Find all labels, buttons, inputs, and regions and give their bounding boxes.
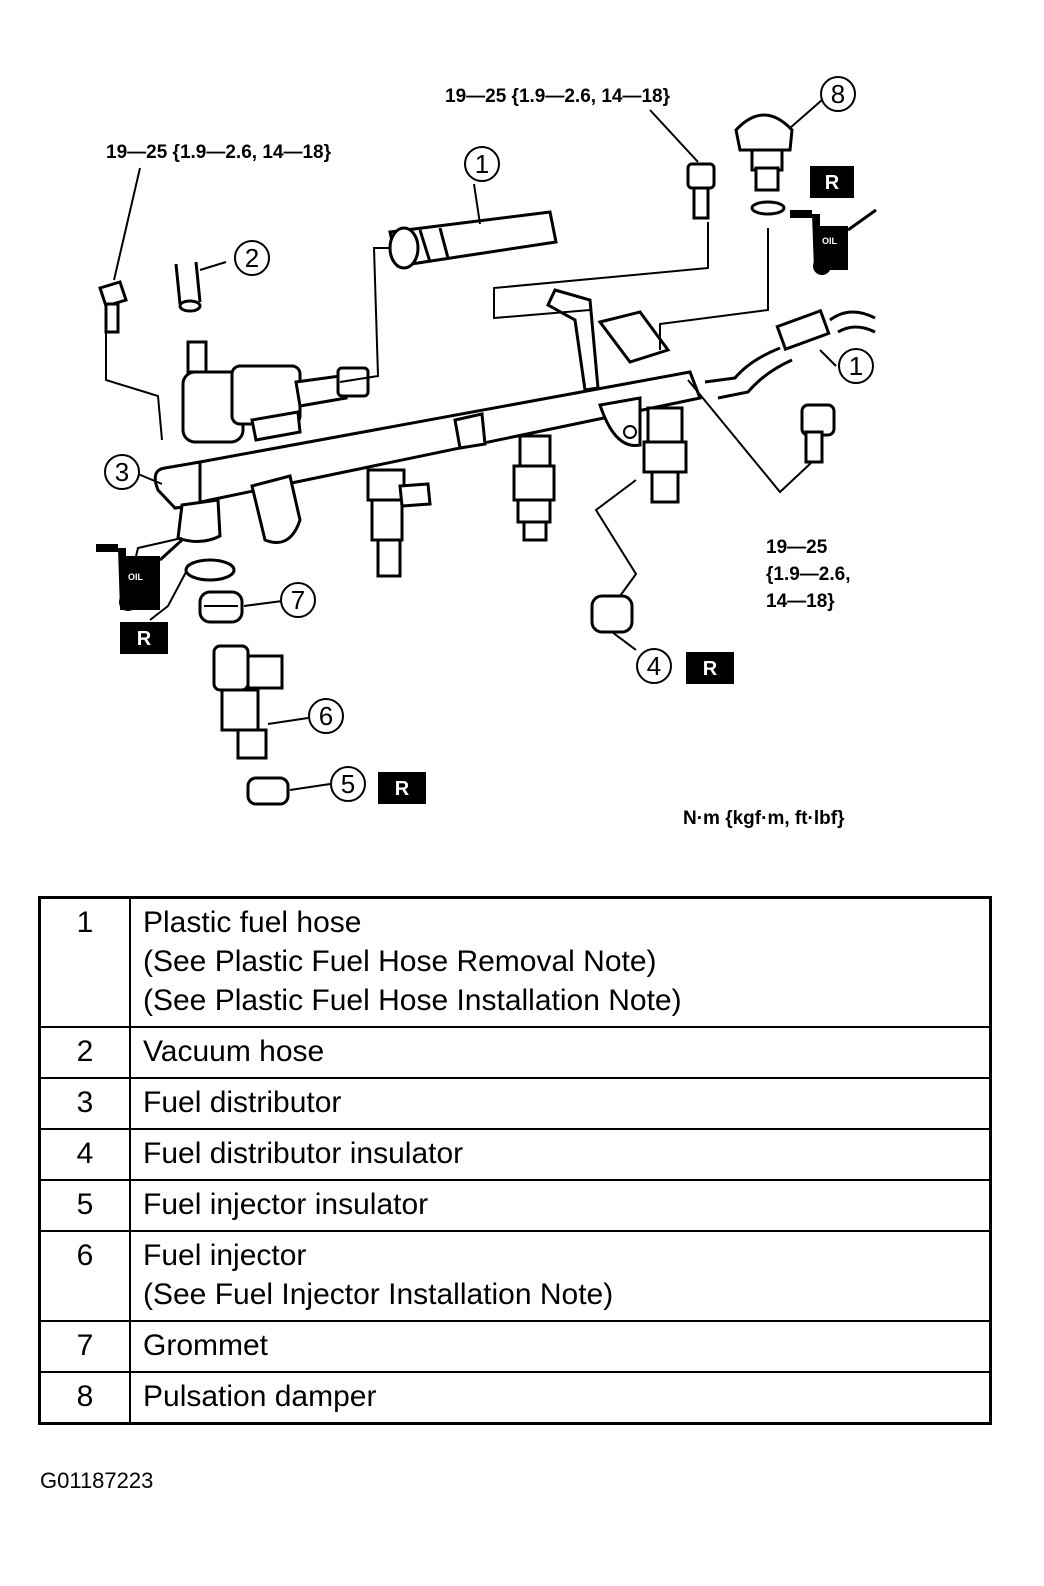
description-line: Fuel injector — [143, 1239, 307, 1272]
row-description: Plastic fuel hose (See Plastic Fuel Hose … — [129, 896, 992, 1028]
description-line: Pulsation damper — [143, 1380, 377, 1413]
row-number: 6 — [38, 1230, 131, 1322]
bolt-top-left — [98, 280, 128, 334]
replace-badge-injector: R — [378, 772, 426, 804]
svg-text:OIL: OIL — [128, 572, 144, 582]
replace-badge-insulator: R — [686, 652, 734, 684]
callout-2: 2 — [234, 240, 270, 276]
callout-5: 5 — [330, 766, 366, 802]
replace-badge-left: R — [120, 622, 168, 654]
torque-label-right-line1: 19—25 — [766, 537, 828, 558]
callout-6: 6 — [308, 698, 344, 734]
table-row: 5 Fuel injector insulator — [38, 1179, 992, 1232]
description-line: Fuel injector insulator — [143, 1188, 429, 1221]
bolt-top-center — [686, 162, 716, 220]
o-ring-left — [184, 558, 236, 582]
pressure-regulator — [181, 340, 370, 444]
table-row: 1 Plastic fuel hose (See Plastic Fuel Hose… — [38, 896, 992, 1028]
injector-center — [512, 434, 556, 542]
row-number: 2 — [38, 1026, 131, 1079]
row-description: Fuel distributor — [129, 1077, 992, 1130]
table-row: 7 Grommet — [38, 1320, 992, 1373]
plastic-fuel-hose-right — [704, 308, 876, 400]
bolt-right — [800, 403, 836, 464]
table-row: 6 Fuel injector (See Fuel Injector Install… — [38, 1230, 992, 1322]
row-description: Grommet — [129, 1320, 992, 1373]
svg-text:7: 7 — [291, 585, 305, 615]
description-line: Vacuum hose — [143, 1035, 325, 1068]
description-line: (See Plastic Fuel Hose Installation Note… — [143, 984, 682, 1017]
svg-text:5: 5 — [341, 769, 355, 799]
svg-text:1: 1 — [475, 149, 489, 179]
rail-bracket — [546, 288, 600, 392]
fuel-system-diagram: 19—25 {1.9—2.6, 14—18} 19—25 {1.9—2.6, 1… — [96, 76, 877, 829]
description-line: (See Plastic Fuel Hose Removal Note) — [143, 945, 657, 978]
callout-1-top: 1 — [464, 146, 500, 182]
row-number: 3 — [38, 1077, 131, 1130]
callout-3: 3 — [104, 454, 140, 490]
fuel-distributor-rail — [153, 370, 703, 544]
svg-text:4: 4 — [647, 651, 661, 681]
parts-table: 1 Plastic fuel hose (See Plastic Fuel Hose… — [38, 896, 992, 1425]
vacuum-hose — [174, 261, 202, 313]
svg-text:R: R — [825, 172, 840, 194]
units-note: N·m {kgf·m, ft·lbf} — [683, 808, 845, 829]
injector-right — [642, 406, 688, 504]
callout-7: 7 — [280, 582, 316, 618]
row-number: 7 — [38, 1320, 131, 1373]
plastic-fuel-hose-top — [388, 210, 558, 270]
pulsation-damper — [734, 113, 794, 216]
fuel-injector-part — [212, 644, 284, 760]
description-line: Fuel distributor — [143, 1086, 342, 1119]
row-number: 5 — [38, 1179, 131, 1232]
svg-text:8: 8 — [831, 79, 845, 109]
svg-text:OIL: OIL — [822, 236, 838, 246]
svg-text:6: 6 — [319, 701, 333, 731]
grommet-part — [198, 590, 244, 624]
description-line: (See Fuel Injector Installation Note) — [143, 1278, 614, 1311]
row-description: Vacuum hose — [129, 1026, 992, 1079]
description-line: Plastic fuel hose — [143, 906, 362, 939]
callout-4: 4 — [636, 648, 672, 684]
svg-text:R: R — [395, 778, 410, 800]
torque-label-right-line3: 14—18} — [766, 591, 835, 612]
row-number: 8 — [38, 1371, 131, 1425]
svg-text:R: R — [703, 658, 718, 680]
rail-injectors — [366, 406, 688, 578]
torque-label-top-center: 19—25 {1.9—2.6, 14—18} — [445, 86, 671, 107]
svg-text:R: R — [137, 628, 152, 650]
row-description: Fuel distributor insulator — [129, 1128, 992, 1181]
oil-can-icon-left: OIL — [96, 538, 184, 611]
table-row: 3 Fuel distributor — [38, 1077, 992, 1130]
row-number: 1 — [38, 896, 131, 1028]
figure-id: G01187223 — [40, 1468, 154, 1493]
fuel-injector-insulator-part — [246, 776, 290, 806]
svg-text:2: 2 — [245, 243, 259, 273]
svg-text:1: 1 — [849, 351, 863, 381]
table-row: 8 Pulsation damper — [38, 1371, 992, 1425]
description-line: Grommet — [143, 1329, 269, 1362]
description-line: Fuel distributor insulator — [143, 1137, 464, 1170]
callout-1-right: 1 — [838, 348, 874, 384]
oil-can-icon-right: OIL — [790, 208, 877, 275]
row-description: Pulsation damper — [129, 1371, 992, 1425]
fuel-distributor-insulator-part — [590, 594, 634, 634]
row-number: 4 — [38, 1128, 131, 1181]
callout-8: 8 — [820, 76, 856, 112]
row-description: Fuel injector (See Fuel Injector Installa… — [129, 1230, 992, 1322]
replace-badge-damper: R — [810, 166, 854, 198]
torque-label-right-line2: {1.9—2.6, — [766, 564, 851, 585]
table-row: 4 Fuel distributor insulator — [38, 1128, 992, 1181]
row-description: Fuel injector insulator — [129, 1179, 992, 1232]
table-row: 2 Vacuum hose — [38, 1026, 992, 1079]
torque-label-top-left: 19—25 {1.9—2.6, 14—18} — [106, 142, 332, 163]
svg-text:3: 3 — [115, 457, 129, 487]
injector-left — [366, 468, 432, 578]
